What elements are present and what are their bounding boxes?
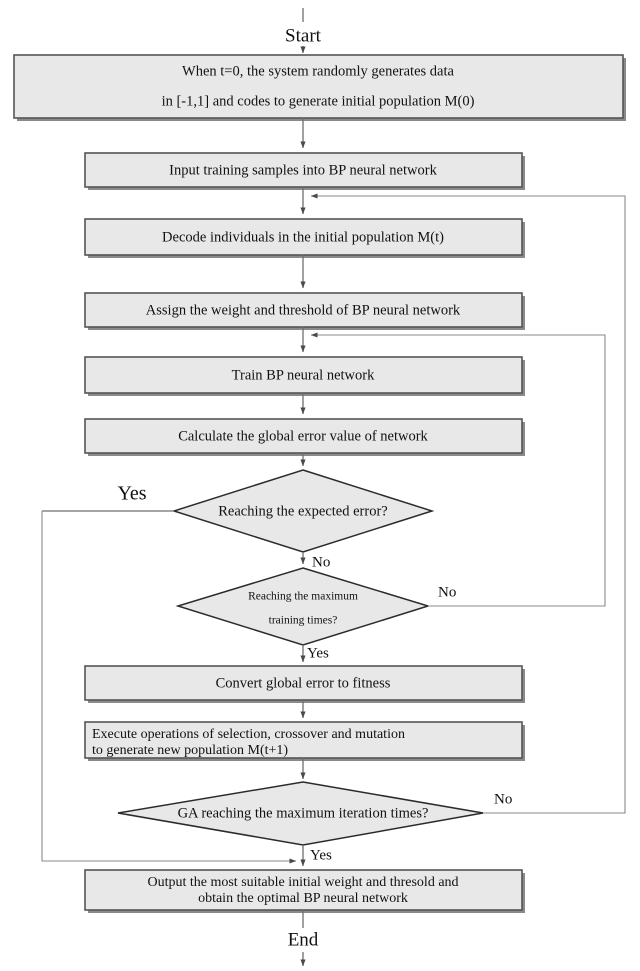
node-calculate-global-error: Calculate the global error value of netw… [84,418,525,456]
edge-label-ga-iteration-yes: Yes [310,847,332,863]
node-reaching-maximum-training-times-line-1: training times? [269,615,338,627]
node-execute-ga-operations: Execute operations of selection, crossov… [84,721,525,761]
node-decode-individuals-label: Decode individuals in the initial popula… [162,229,444,245]
node-reaching-expected-error: Reaching the expected error? [171,469,435,553]
node-calculate-global-error-label: Calculate the global error value of netw… [178,428,428,444]
edge-label-training-times-yes: Yes [307,645,329,661]
node-output-optimal-network: Output the most suitable initial weight … [84,869,525,913]
node-decode-individuals: Decode individuals in the initial popula… [84,218,525,258]
node-reaching-maximum-training-times: Reaching the maximum training times? [175,567,431,646]
node-reaching-expected-error-label: Reaching the expected error? [218,503,387,519]
node-execute-ga-operations-line-0: Execute operations of selection, crossov… [92,727,405,742]
loop-training-times-no-to-train [310,332,606,607]
edge-label-expected-error-yes: Yes [117,483,146,505]
edge-label-training-times-no: No [438,584,456,600]
node-train-bp-network-label: Train BP neural network [232,367,375,383]
node-input-training-samples: Input training samples into BP neural ne… [84,152,525,190]
node-init-population: When t=0, the system randomly generates … [13,54,626,121]
node-output-optimal-network-line-0: Output the most suitable initial weight … [147,875,458,890]
node-ga-reaching-maximum-iteration: GA reaching the maximum iteration times? [117,781,484,846]
node-ga-reaching-maximum-iteration-label: GA reaching the maximum iteration times? [178,805,429,821]
node-assign-weight-threshold-label: Assign the weight and threshold of BP ne… [146,302,461,318]
loop-expected-error-yes-to-output [41,511,297,864]
node-output-optimal-network-line-1: obtain the optimal BP neural network [198,891,408,906]
node-reaching-maximum-training-times-line-0: Reaching the maximum [248,591,358,603]
edge-label-expected-error-no: No [312,554,330,570]
start-terminal-label: Start [285,25,322,46]
node-init-population-line-1: in [-1,1] and codes to generate initial … [162,93,475,109]
node-execute-ga-operations-line-1: to generate new population M(t+1) [92,743,288,758]
edge-label-ga-iteration-no: No [494,791,512,807]
node-train-bp-network: Train BP neural network [84,356,525,396]
loop-ga-no-to-decode [310,193,626,814]
node-assign-weight-threshold: Assign the weight and threshold of BP ne… [84,292,525,330]
node-convert-error-to-fitness-label: Convert global error to fitness [216,675,391,691]
end-terminal-label: End [288,929,319,950]
node-input-training-samples-label: Input training samples into BP neural ne… [169,162,437,178]
node-init-population-line-0: When t=0, the system randomly generates … [182,63,454,79]
node-convert-error-to-fitness: Convert global error to fitness [84,665,525,703]
